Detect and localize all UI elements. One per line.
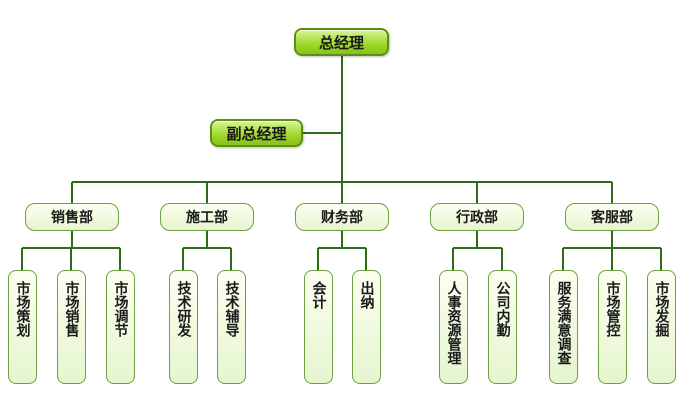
dept-label: 施工部: [186, 210, 228, 226]
team-label: 出纳: [358, 281, 375, 309]
dept-label: 销售部: [51, 210, 93, 226]
dept-finance: 财务部: [295, 203, 389, 231]
general-manager-label: 总经理: [318, 33, 364, 52]
team-label: 服务满意调查: [555, 281, 572, 365]
team-box: 服务满意调查: [549, 270, 578, 384]
team-label: 市场销售: [63, 281, 80, 337]
team-box: 市场调节: [106, 270, 135, 384]
team-label: 市场调节: [112, 281, 129, 337]
team-box: 会计: [304, 270, 333, 384]
deputy-general-manager-box: 副总经理: [210, 119, 303, 147]
team-label: 市场发掘: [653, 281, 670, 337]
team-label: 公司内勤: [494, 281, 511, 337]
team-label: 技术研发: [175, 281, 192, 337]
team-box: 市场发掘: [647, 270, 676, 384]
team-label: 技术辅导: [223, 281, 240, 337]
team-box: 出纳: [352, 270, 381, 384]
dept-administration: 行政部: [430, 203, 524, 231]
team-box: 人事资源管理: [439, 270, 468, 384]
dept-construction: 施工部: [160, 203, 254, 231]
team-box: 技术辅导: [217, 270, 246, 384]
team-label: 人事资源管理: [445, 281, 462, 365]
dept-sales: 销售部: [25, 203, 119, 231]
team-label: 市场管控: [604, 281, 621, 337]
team-box: 技术研发: [169, 270, 198, 384]
team-box: 市场管控: [598, 270, 627, 384]
dept-label: 财务部: [321, 210, 363, 226]
team-label: 会计: [310, 281, 327, 309]
team-box: 市场销售: [57, 270, 86, 384]
deputy-general-manager-label: 副总经理: [226, 124, 287, 143]
dept-label: 行政部: [456, 210, 498, 226]
team-box: 市场策划: [8, 270, 37, 384]
team-box: 公司内勤: [488, 270, 517, 384]
dept-customer-service: 客服部: [565, 203, 659, 231]
dept-label: 客服部: [591, 210, 633, 226]
general-manager-box: 总经理: [294, 28, 389, 56]
team-label: 市场策划: [14, 281, 31, 337]
